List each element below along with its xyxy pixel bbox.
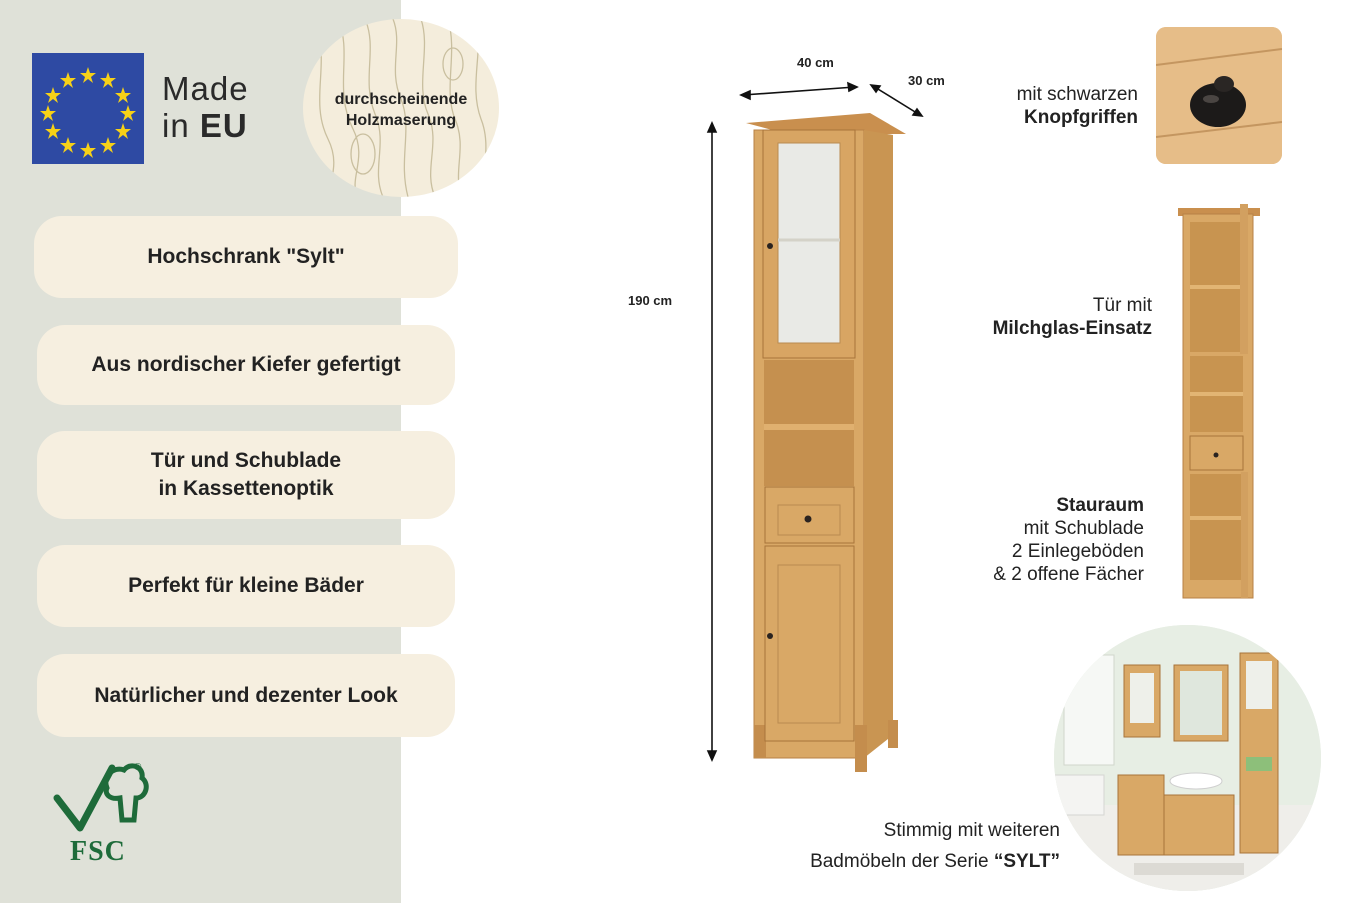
cabinet-side (864, 130, 893, 758)
drawer-knob-icon (804, 515, 812, 523)
fsc-tree-check-icon: ® (53, 762, 149, 832)
feature-pill-4: Perfekt für kleine Bäder (37, 545, 455, 627)
made-in-line2: in EU (162, 107, 248, 144)
door-annotation: Tür mit Milchglas-Einsatz (992, 295, 1152, 339)
tall-cabinet-illustration (746, 113, 906, 772)
storage-annotation: Stauraum mit Schublade 2 Einlegeböden & … (993, 495, 1144, 585)
open-cabinet-illustration (1178, 204, 1260, 599)
wood-grain-badge: durchscheinende Holzmaserung (303, 19, 499, 197)
width-arrow-head-left (739, 89, 751, 101)
depth-arrow (872, 85, 921, 116)
width-arrow (742, 86, 856, 96)
fsc-label: FSC (70, 836, 126, 867)
depth-arrow-head-top (869, 84, 882, 94)
cabinet-leg (855, 725, 867, 772)
knob-annotation: mit schwarzen Knopfgriffen (1016, 84, 1138, 128)
series-name: “SYLT” (993, 851, 1060, 872)
knob-icon (767, 243, 773, 249)
lower-door (764, 545, 855, 742)
depth-label: 30 cm (908, 73, 945, 88)
svg-text:®: ® (134, 762, 142, 773)
knob-detail-photo (1156, 27, 1282, 164)
wood-grain-label: durchscheinende Holzmaserung (334, 91, 468, 129)
black-knob-icon (1190, 83, 1246, 127)
made-in-line1: Made (162, 70, 249, 107)
height-label: 190 cm (628, 293, 673, 308)
made-in-eu-label: Made in EU (162, 70, 249, 144)
bathroom-series-photo (1054, 625, 1321, 891)
width-arrow-head-right (847, 81, 859, 93)
open-shelf-lower (764, 430, 854, 486)
height-arrow-head-bottom (706, 750, 718, 762)
feature-pill-1: Hochschrank "Sylt" (34, 216, 458, 298)
height-arrow-head-top (706, 121, 718, 133)
series-annotation: Stimmig mit weiteren Badmöbeln der Serie… (810, 820, 1060, 872)
open-shelf-upper (764, 360, 854, 424)
made-in-eu-bold: EU (199, 107, 248, 144)
interior-lower (1190, 474, 1243, 580)
feature-pill-2: Aus nordischer Kiefer gefertigt (37, 325, 455, 405)
feature-pill-5: Natürlicher und dezenter Look (37, 654, 455, 737)
width-label: 40 cm (797, 55, 834, 70)
depth-arrow-head-bottom (911, 107, 924, 117)
frosted-glass-pane (777, 142, 841, 344)
open-door (1240, 204, 1248, 354)
cabinet-top (746, 113, 906, 134)
lower-door-knob-icon (767, 633, 773, 639)
eu-flag-icon (32, 53, 144, 164)
fsc-logo: ® (52, 758, 152, 868)
drawer-front (764, 486, 855, 544)
wood-grain-icon (312, 19, 489, 197)
